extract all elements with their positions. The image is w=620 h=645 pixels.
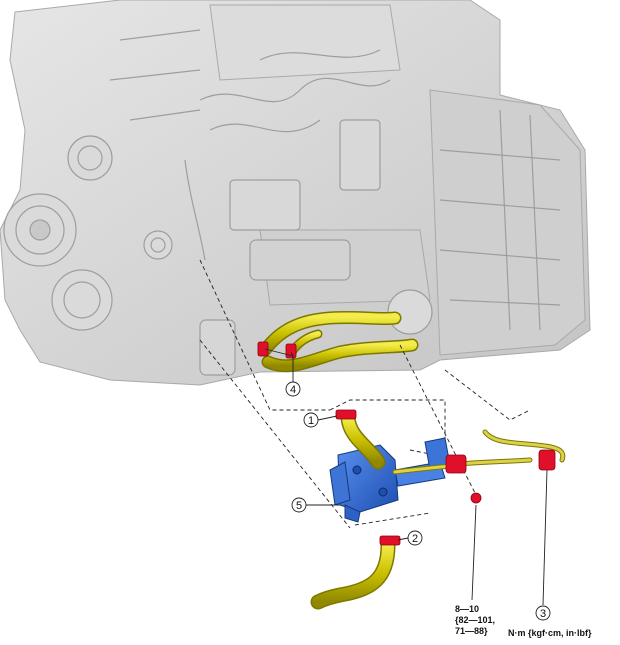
callout-2: 2 — [407, 530, 423, 546]
callout-3: 3 — [535, 605, 551, 621]
callout-4: 4 — [285, 381, 301, 397]
bolt — [470, 492, 482, 504]
hoses-on-engine — [258, 310, 419, 373]
svg-text:3: 3 — [540, 608, 546, 620]
svg-text:4: 4 — [290, 384, 296, 396]
callout-5: 5 — [291, 497, 307, 513]
clamp-1 — [335, 409, 357, 420]
svg-text:1: 1 — [308, 415, 314, 427]
engine-details — [3, 29, 561, 376]
clamp-2 — [379, 535, 401, 546]
torque-units-label: N·m {kgf·cm, in·lbf} — [508, 628, 592, 638]
svg-text:2: 2 — [412, 533, 418, 545]
torque-spec: 8—10 {82—101, 71—88} — [455, 604, 495, 637]
torque-line-2: {82—101, — [455, 615, 496, 625]
hose-2 — [310, 537, 396, 610]
torque-line-3: 71—88} — [455, 626, 488, 636]
pipe-3-fittings — [445, 449, 556, 474]
torque-line-1: 8—10 — [455, 604, 480, 614]
oil-cooler-assembly — [329, 437, 451, 523]
svg-text:5: 5 — [296, 500, 302, 512]
callout-1: 1 — [303, 412, 319, 428]
solid-leader-lines — [264, 348, 548, 606]
hose-1 — [340, 410, 386, 470]
